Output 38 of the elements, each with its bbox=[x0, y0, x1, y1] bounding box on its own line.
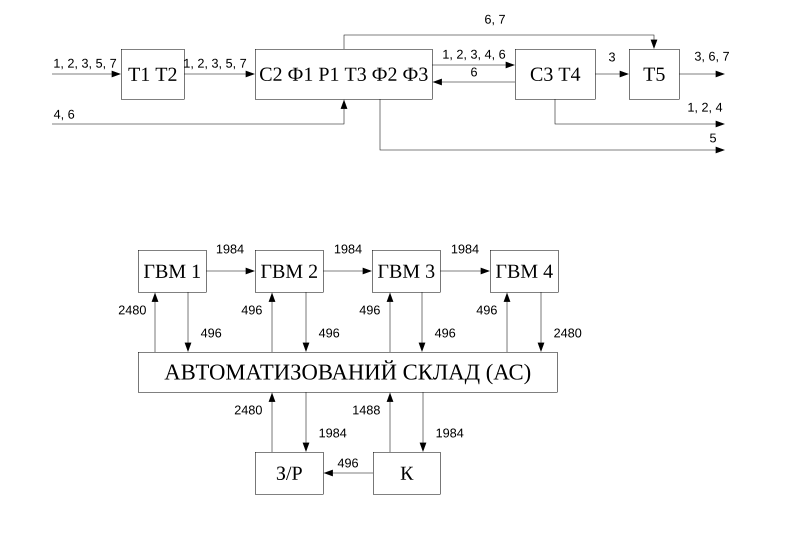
edge-label: 2480 bbox=[234, 406, 262, 414]
edge-label: 496 bbox=[242, 306, 262, 314]
edge-label: 1984 bbox=[216, 244, 244, 254]
edge-label: 1, 2, 3, 5, 7 bbox=[54, 58, 116, 70]
edge-label: 496 bbox=[338, 458, 358, 468]
edge-label: 4, 6 bbox=[54, 110, 74, 120]
edge-label: 1488 bbox=[353, 406, 380, 414]
process-box: С3 Т4 bbox=[515, 49, 596, 100]
edge-label: 1984 bbox=[334, 244, 362, 254]
edge-label: 496 bbox=[434, 328, 456, 338]
process-box: ГВМ 4 bbox=[490, 250, 559, 293]
process-box: ГВМ 2 bbox=[255, 250, 324, 293]
edge-label: 2480 bbox=[554, 328, 582, 338]
edge-label: 1984 bbox=[436, 428, 464, 438]
edge-label: 1984 bbox=[320, 428, 346, 438]
edge-label: 5 bbox=[710, 134, 716, 142]
process-box: Т1 Т2 bbox=[121, 49, 185, 100]
arrow bbox=[344, 34, 658, 50]
edge-label: 496 bbox=[476, 306, 497, 314]
process-box: ГВМ 3 bbox=[372, 250, 441, 293]
edge-label: 1, 2, 3, 4, 6 bbox=[443, 50, 506, 60]
edge-label: 1984 bbox=[452, 244, 479, 254]
edge-label: 496 bbox=[360, 306, 380, 314]
process-box: З/Р bbox=[255, 452, 324, 495]
process-box: С2 Ф1 Р1 Т3 Ф2 Ф3 bbox=[255, 49, 433, 100]
process-box: АВТОМАТИЗОВАНИЙ СКЛАД (АС) bbox=[138, 352, 558, 393]
edge-label: 496 bbox=[318, 328, 340, 338]
edge-label: 496 bbox=[200, 328, 222, 338]
edge-label: 3, 6, 7 bbox=[694, 52, 729, 62]
edge-label: 3 bbox=[608, 52, 615, 62]
edge-label: 1, 2, 4 bbox=[688, 102, 722, 114]
process-box: ГВМ 1 bbox=[138, 250, 207, 293]
process-box: Т5 bbox=[629, 49, 680, 100]
edge-label: 1, 2, 3, 5, 7 bbox=[184, 58, 246, 70]
process-box: К bbox=[373, 452, 441, 495]
edge-label: 6, 7 bbox=[485, 14, 505, 26]
edge-label: 6 bbox=[471, 68, 477, 76]
edge-label: 2480 bbox=[118, 306, 146, 314]
